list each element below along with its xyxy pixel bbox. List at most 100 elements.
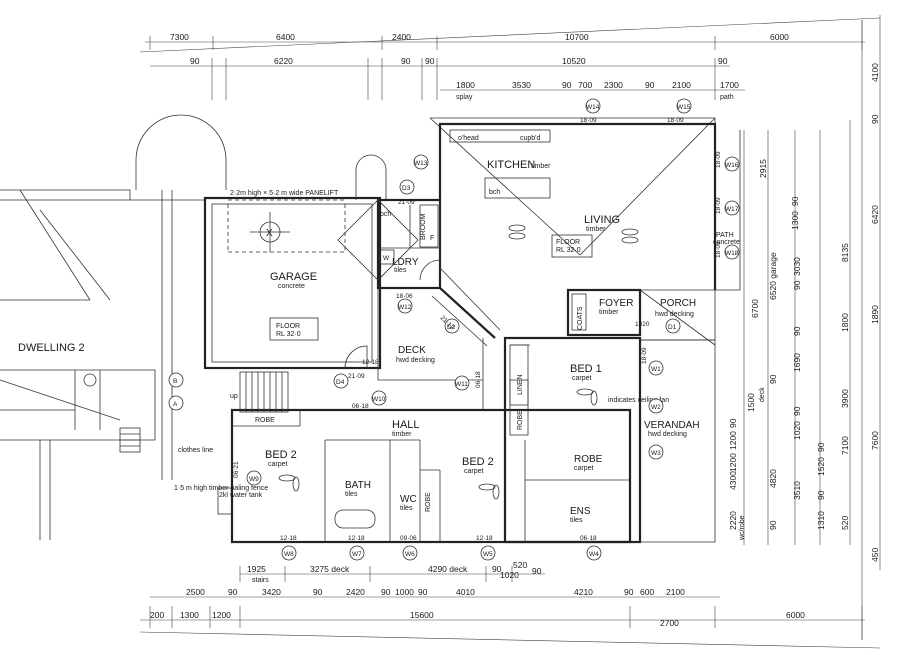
d1-size: 1020 <box>635 321 650 328</box>
dim-b2-90e: 90 <box>624 587 634 597</box>
w6-size: 09·06 <box>400 535 417 542</box>
dim-j-1200: 1200 <box>728 431 738 450</box>
garage-x-marker: X <box>266 228 273 239</box>
dim-b3-2700: 2700 <box>660 618 679 628</box>
dim-j-4300: 4300 <box>728 471 738 490</box>
kitchen-living: o'head cupb'd bch KITCHEN timber LIVING … <box>438 122 740 290</box>
ceiling-fan-bed2-mid <box>478 483 500 500</box>
deck-finish: hwd decking <box>396 357 435 364</box>
deck-label: DECK <box>398 345 426 356</box>
hall-finish: timber <box>392 431 412 438</box>
water-tank-label: 2kl water tank <box>219 492 263 499</box>
dim-b2-600: 600 <box>640 587 654 597</box>
bed2-mid-label: BED 2 <box>462 456 494 468</box>
dim-bottom-1020: 1020 <box>500 570 519 580</box>
dim-top-90c: 90 <box>425 56 435 66</box>
deck: DECK hwd decking up <box>230 287 496 413</box>
bath-label: BATH <box>345 480 371 491</box>
w7-size: 12·18 <box>348 535 365 542</box>
path-label: PATH <box>716 232 734 239</box>
bed2-left-finish: carpet <box>268 461 288 468</box>
garage-door-size: 12·18 <box>362 359 379 366</box>
dim-top-90e: 90 <box>562 80 572 90</box>
garage-door-label: 2·2m high × 5·2 m wide PANELIFT <box>230 190 339 197</box>
w4-size: 06·18 <box>580 535 597 542</box>
dim-i-90b: 90 <box>792 326 802 336</box>
door-d3: D3 <box>402 185 411 192</box>
door-d4: D4 <box>336 379 345 386</box>
living-label: LIVING <box>584 214 620 226</box>
dim-top-2400: 2400 <box>392 32 411 42</box>
dim-i-3510: 3510 <box>792 481 802 500</box>
kitchen-finish: timber <box>531 163 551 170</box>
path-top-label: path <box>720 94 734 101</box>
up-label: up <box>230 393 238 400</box>
living-floor-rl: RL 32·0 <box>556 247 581 254</box>
arched-bay <box>135 114 227 190</box>
dim-b2-90c: 90 <box>381 587 391 597</box>
foyer-porch: COATS FOYER timber 1020 PORCH hwd deckin… <box>566 130 741 346</box>
dim-top-6000: 6000 <box>770 32 789 42</box>
dim-j-2220: 2220 <box>728 511 738 530</box>
window-w14: W14 <box>586 104 600 111</box>
coats-label: COATS <box>577 306 584 330</box>
right-dimensions: 4100 90 6420 1890 7600 450 2915 90 1300 … <box>728 15 881 640</box>
ldry-finish: tiles <box>394 267 407 274</box>
window-w1: W1 <box>651 366 661 373</box>
dim-top-6220: 6220 <box>274 56 293 66</box>
bottom-dimensions: 1925 stairs 3275 deck 4290 deck 90 1020 … <box>139 560 881 649</box>
dim-i-1020: 1020 <box>792 421 802 440</box>
door-d2: D2 <box>447 324 456 331</box>
dim-top-700: 700 <box>578 80 592 90</box>
w18-size: 18·09 <box>715 241 722 258</box>
robe-right-label: ROBE <box>574 454 603 465</box>
dim-b2-90d: 90 <box>418 587 428 597</box>
dim-r-90: 90 <box>870 114 880 124</box>
top-dimensions: 7300 6400 2400 10700 6000 90 6220 90 90 … <box>145 20 865 101</box>
stairs-label: stairs <box>252 577 269 584</box>
rounded-bay <box>355 154 387 200</box>
window-w13: W13 <box>414 160 428 167</box>
dim-m-2915: 2915 <box>758 159 768 178</box>
dim-b2-2500: 2500 <box>186 587 205 597</box>
d3-size: 21·09 <box>398 199 415 206</box>
dim-b3-1200: 1200 <box>212 610 231 620</box>
window-w4: W4 <box>589 551 599 558</box>
w16-size: 18·09 <box>715 151 722 168</box>
linen-label: LINEN <box>517 374 524 395</box>
bedroom-wing: ROBE LINEN ROBE ROBE BED 2 carpet BED 2 … <box>230 336 669 544</box>
dim-i-90g: 90 <box>768 520 778 530</box>
bed1-label: BED 1 <box>570 363 602 375</box>
window-sizes: 18·09 18·09 18·09 18·09 18·09 21·09 18·0… <box>233 117 722 542</box>
window-w11: W11 <box>455 381 468 388</box>
dim-i-90e: 90 <box>816 442 826 452</box>
ceiling-fan-bed2-left <box>278 474 300 492</box>
dim-r-450: 450 <box>870 548 880 562</box>
dim-j-1200b: 1200 <box>728 453 738 472</box>
bed2-left-label: BED 2 <box>265 449 297 461</box>
bch-label-ldry: bch <box>380 211 391 218</box>
wc-robe-label: wc/robe <box>739 515 746 541</box>
dim-m-90: 90 <box>790 196 800 206</box>
dim-b2-3420: 3420 <box>262 587 281 597</box>
window-w6: W6 <box>405 551 415 558</box>
dim-top-1800: 1800 <box>456 80 475 90</box>
verandah-finish: hwd decking <box>648 431 687 438</box>
porch-label: PORCH <box>660 298 696 309</box>
verandah-label: VERANDAH <box>644 420 700 431</box>
dim-bottom-3275: 3275 deck <box>310 564 350 574</box>
dim-i-3030: 3030 <box>792 257 802 276</box>
dim-top-2100: 2100 <box>672 80 691 90</box>
dim-m-7100: 7100 <box>840 436 850 455</box>
dim-i-6520: 6520 garage <box>768 252 778 300</box>
dim-m-3900: 3900 <box>840 389 850 408</box>
roof-diamond-left <box>337 199 419 281</box>
dim-i-1520: 1520 <box>816 457 826 476</box>
robe-mid-label: ROBE <box>425 492 432 512</box>
ohead-label: o'head <box>458 135 479 142</box>
kitchen-label: KITCHEN <box>487 159 535 171</box>
hall-label: HALL <box>392 419 420 431</box>
dim-top-90f: 90 <box>645 80 655 90</box>
dim-top-3530: 3530 <box>512 80 531 90</box>
garage-label: GARAGE <box>270 271 317 283</box>
